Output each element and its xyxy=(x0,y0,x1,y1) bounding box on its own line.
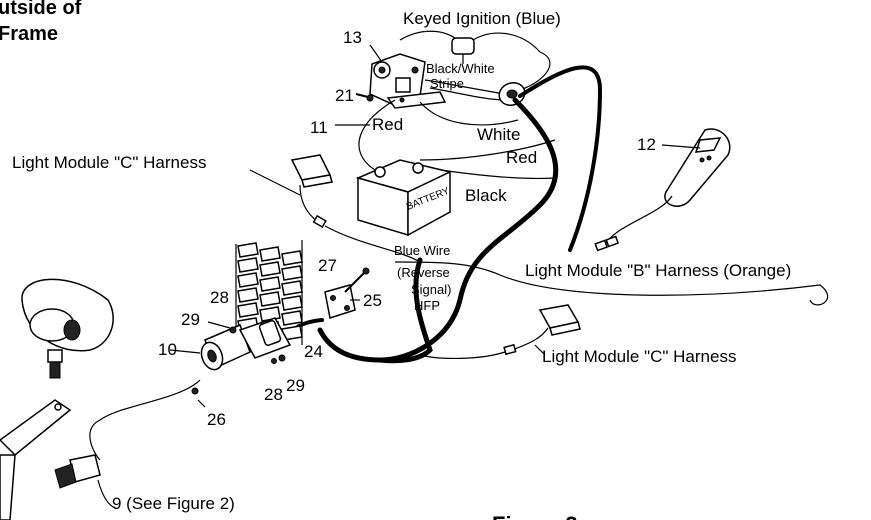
grille-slat xyxy=(259,246,281,262)
light-module-c-top xyxy=(290,154,421,263)
leader-light-module-c-top xyxy=(249,169,301,196)
callout-21: 21 xyxy=(335,86,354,105)
grille-slat xyxy=(281,250,303,266)
trailer-plug-10 xyxy=(200,323,251,371)
label-blue-wire-3: Signal) xyxy=(411,282,451,297)
leader-13 xyxy=(369,44,383,63)
grille-slat xyxy=(281,280,303,296)
remote-control-12 xyxy=(604,128,731,246)
light-module-b-connector xyxy=(594,235,620,252)
label-blue-wire-4: HFP xyxy=(414,298,440,313)
title-line-2: Frame xyxy=(0,23,58,45)
label-light-module-c-top: Light Module "C" Harness xyxy=(12,153,206,172)
label-black: Black xyxy=(465,186,507,205)
callout-13: 13 xyxy=(343,28,362,47)
label-white: White xyxy=(477,125,520,144)
figure-label: Figure 3 xyxy=(492,512,578,520)
callout-26: 26 xyxy=(207,410,226,429)
callout-29a: 29 xyxy=(181,310,200,329)
bracket-25 xyxy=(324,284,356,319)
socket-24 xyxy=(238,317,292,359)
label-light-module-c-bottom: Light Module "C" Harness xyxy=(542,347,736,366)
label-red-top: Red xyxy=(372,115,403,134)
callout-11: 11 xyxy=(310,118,328,137)
leader-26 xyxy=(197,399,206,408)
callout-29b: 29 xyxy=(286,376,305,395)
harness-to-light-module-b xyxy=(518,65,603,252)
grille-slat xyxy=(237,287,259,303)
label-blue-wire-2: (Reverse xyxy=(397,265,450,280)
grille-slat xyxy=(259,306,281,322)
grille-slat xyxy=(259,261,281,277)
label-black-white-1: Black/White xyxy=(426,61,495,76)
blue-wire-reverse-signal xyxy=(394,261,829,306)
light-module-c-bottom xyxy=(419,304,581,360)
grille-slat xyxy=(281,265,303,281)
title-line-1: utside of xyxy=(0,0,82,19)
leader-12 xyxy=(661,144,701,149)
grille-slat xyxy=(281,310,303,326)
keyed-ignition-connector xyxy=(399,30,541,64)
hardware-28-29 xyxy=(191,326,286,395)
callout-25: 25 xyxy=(363,291,382,310)
round-harness-connector xyxy=(498,81,526,107)
callout-12: 12 xyxy=(637,135,656,154)
main-harness-branch xyxy=(377,257,433,364)
leader-light-module-c-bottom xyxy=(534,344,546,356)
light-mount-bracket xyxy=(0,399,72,520)
callout-10: 10 xyxy=(158,340,177,359)
grille-slat xyxy=(237,242,259,258)
grille-slat xyxy=(237,272,259,288)
label-blue-wire-1: Blue Wire xyxy=(394,243,450,258)
bolt-21 xyxy=(355,93,374,102)
black-white-wire xyxy=(424,79,506,95)
ignition-to-plug-wire xyxy=(519,51,551,91)
black-white-wire-2 xyxy=(429,87,506,101)
callout-28a: 28 xyxy=(210,288,229,307)
grille-slat xyxy=(237,257,259,273)
bolt-27 xyxy=(344,267,370,293)
cable-to-item-9 xyxy=(89,379,201,461)
callout-27: 27 xyxy=(318,256,337,275)
label-light-module-b: Light Module "B" Harness (Orange) xyxy=(525,261,791,280)
leader-10 xyxy=(169,349,201,354)
label-black-white-2: Stripe xyxy=(430,76,464,91)
red-wire-right xyxy=(419,139,556,161)
battery: BATTERY xyxy=(355,159,453,237)
work-light-head xyxy=(21,278,114,379)
red-wire-11 xyxy=(358,99,396,171)
leader-29a xyxy=(207,321,231,329)
callout-28b: 28 xyxy=(264,385,283,404)
main-harness-cable xyxy=(317,97,559,363)
label-see-figure: 9 (See Figure 2) xyxy=(112,494,235,513)
label-keyed-ignition: Keyed Ignition (Blue) xyxy=(403,9,561,28)
grille-slat xyxy=(237,302,259,318)
grille-slat xyxy=(281,295,303,311)
grille-slat xyxy=(259,276,281,292)
callout-24: 24 xyxy=(304,342,323,361)
label-red-right: Red xyxy=(506,148,537,167)
plug-9 xyxy=(54,454,116,509)
white-wire xyxy=(419,101,519,126)
grille-slat xyxy=(259,291,281,307)
